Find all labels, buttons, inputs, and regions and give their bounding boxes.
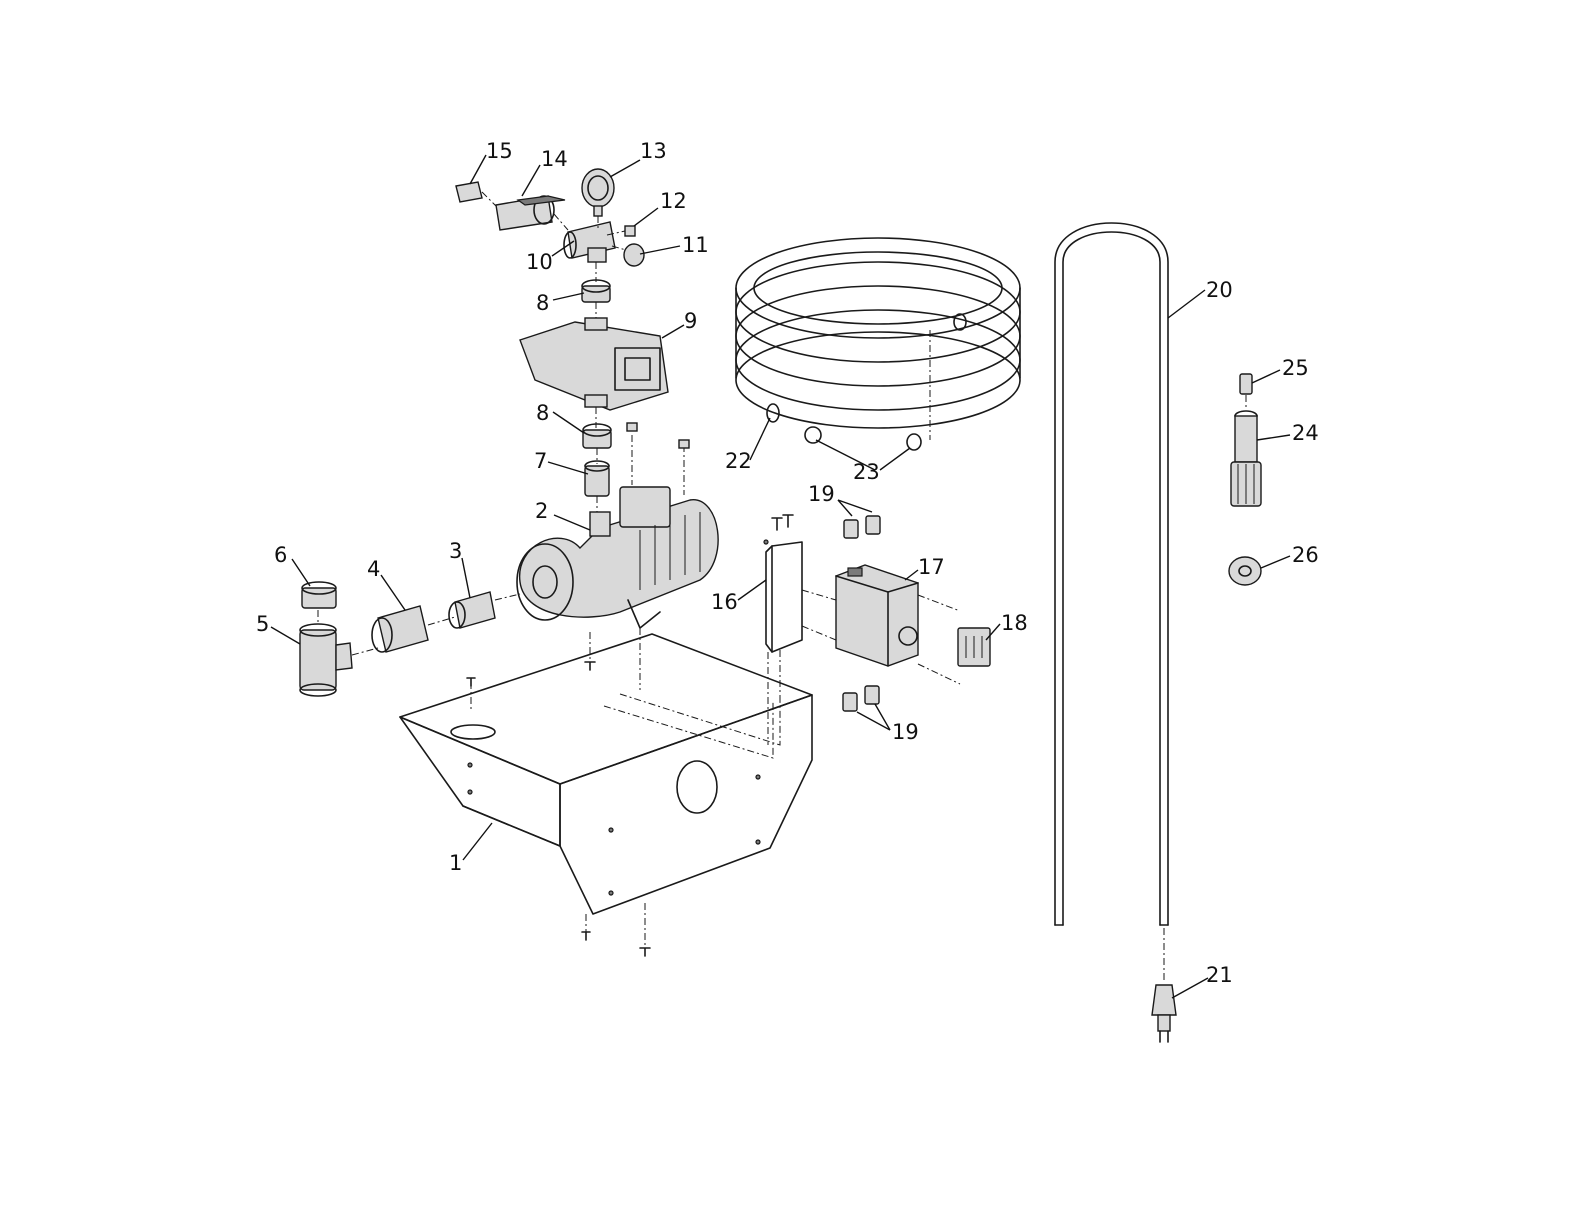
end-cap <box>301 581 337 609</box>
callout-8-lower: 8 <box>536 401 549 425</box>
callout-17: 17 <box>918 555 945 579</box>
hex-nipple-upper <box>581 262 611 318</box>
callout-11: 11 <box>682 233 709 257</box>
callout-15: 15 <box>486 139 513 163</box>
union-coupling <box>371 605 456 653</box>
plug-12 <box>606 225 636 237</box>
ball-valve <box>495 195 569 231</box>
callout-6: 6 <box>274 543 287 567</box>
u-tube-probe <box>1054 222 1169 980</box>
reducer-fitting <box>584 460 610 512</box>
callout-21: 21 <box>1206 963 1233 987</box>
washer <box>1228 556 1262 586</box>
callout-3: 3 <box>449 539 462 563</box>
hose-barb-15 <box>455 181 497 207</box>
hose-coil <box>735 237 1021 451</box>
callout-25: 25 <box>1282 356 1309 380</box>
callout-14: 14 <box>541 147 568 171</box>
callout-19-top: 19 <box>808 482 835 506</box>
pressure-controller <box>519 317 669 428</box>
callout-4: 4 <box>367 557 380 581</box>
callout-1: 1 <box>449 851 462 875</box>
cable-glands-top <box>843 515 881 539</box>
callout-9: 9 <box>684 309 697 333</box>
contactor <box>957 627 991 667</box>
leader-lines <box>270 154 1291 999</box>
hose-barb-25 <box>1239 373 1253 410</box>
callout-13: 13 <box>640 139 667 163</box>
callout-19-bottom: 19 <box>892 720 919 744</box>
cable-glands-bottom <box>842 685 880 712</box>
callout-10: 10 <box>526 250 553 274</box>
callout-2: 2 <box>535 499 548 523</box>
tee-fitting <box>299 610 379 697</box>
power-plug <box>1151 984 1177 1043</box>
callout-7: 7 <box>534 449 547 473</box>
callout-24: 24 <box>1292 421 1319 445</box>
pressure-gauge <box>581 168 615 230</box>
plug-11 <box>611 243 645 267</box>
mounting-bracket <box>763 514 803 745</box>
switch-box <box>801 564 961 685</box>
cross-fitting <box>563 221 616 263</box>
callout-23: 23 <box>853 460 880 484</box>
callout-5: 5 <box>256 612 269 636</box>
callout-18: 18 <box>1001 611 1028 635</box>
callout-22: 22 <box>725 449 752 473</box>
callout-8-upper: 8 <box>536 291 549 315</box>
callout-12: 12 <box>660 189 687 213</box>
callout-20: 20 <box>1206 278 1233 302</box>
strainer <box>1230 410 1262 507</box>
base-tray <box>399 633 813 957</box>
callout-labels: 1 2 3 4 5 6 7 8 8 9 10 11 12 13 14 15 16… <box>256 139 1319 987</box>
pipe-nipple <box>448 591 521 629</box>
callout-16: 16 <box>711 590 738 614</box>
callout-26: 26 <box>1292 543 1319 567</box>
pump-motor <box>516 422 719 690</box>
hex-nipple-lower <box>582 423 612 464</box>
